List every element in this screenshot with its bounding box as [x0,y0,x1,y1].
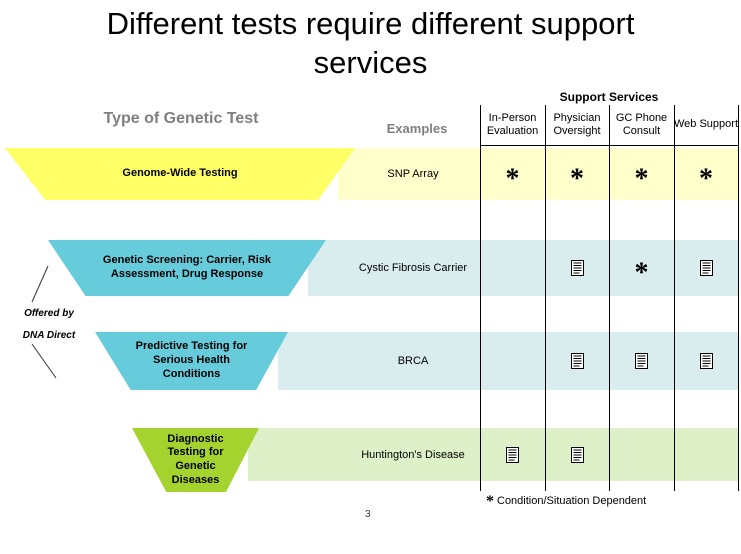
example-label: BRCA [397,355,429,367]
column-header-web-support: Web Support [674,118,739,131]
document-icon-cell [480,428,545,481]
asterisk-marker: * [634,257,649,289]
example-label: Huntington's Disease [361,448,465,461]
offered-by-label-line2: DNA Direct [22,330,76,341]
document-icon [570,260,584,276]
offered-by-label-line1: Offered by [24,308,74,319]
asterisk-marker: * [699,163,713,195]
support-services-header: Support Services [559,90,659,104]
asterisk-cell: * [480,148,545,200]
column-divider-line [738,105,739,491]
footnote: *Condition/Situation Dependent [486,491,647,510]
footnote-asterisk: * [486,493,494,510]
document-icon-cell [545,428,609,481]
asterisk-cell: * [674,148,738,200]
empty-cell [674,428,738,481]
document-icon [699,260,713,276]
examples-header: Examples [386,121,448,136]
header-divider-line [480,145,739,146]
asterisk-marker: * [634,163,649,195]
document-icon-cell [609,332,674,390]
column-header-gc-phone-consult: GC Phone Consult [615,111,668,137]
page-number: 3 [365,509,371,520]
document-icon [570,353,584,369]
test-type-arrow: Diagnostic Testing for Genetic Diseases [132,428,259,492]
asterisk-cell: * [609,148,674,200]
row-band [248,428,738,481]
annotation-connector-lines [31,265,57,379]
asterisk-cell: * [609,240,674,296]
asterisk-cell: * [545,148,609,200]
asterisk-marker: * [570,163,584,195]
footnote-text: Condition/Situation Dependent [497,495,647,507]
column-header-in-person-evaluation: In-Person Evaluation [486,111,539,137]
slide-title: Different tests require different suppor… [106,6,635,80]
asterisk-marker: * [505,163,520,195]
empty-cell [480,332,545,390]
document-icon [506,446,519,463]
column-divider-line [609,105,610,491]
example-label: SNP Array [387,168,439,180]
column-divider-line [480,105,481,491]
column-divider-line [674,105,675,491]
empty-cell [609,428,674,481]
test-type-arrow: Genetic Screening: Carrier, Risk Assessm… [48,240,326,296]
test-type-arrow: Genome-Wide Testing [5,148,355,200]
document-icon [699,353,713,369]
type-of-genetic-test-header: Type of Genetic Test [103,110,259,127]
example-label: Cystic Fibrosis Carrier [358,262,468,274]
test-type-arrow: Predictive Testing for Serious Health Co… [95,332,288,390]
document-icon [570,446,584,463]
document-icon-cell [674,240,738,296]
document-icon [635,353,648,369]
document-icon-cell [545,332,609,390]
row-band [338,148,738,200]
column-header-physician-oversight: Physician Oversight [553,111,601,137]
document-icon-cell [674,332,738,390]
document-icon-cell [545,240,609,296]
empty-cell [480,240,545,296]
row-band [308,240,738,296]
row-band [278,332,738,390]
column-divider-line [545,105,546,491]
